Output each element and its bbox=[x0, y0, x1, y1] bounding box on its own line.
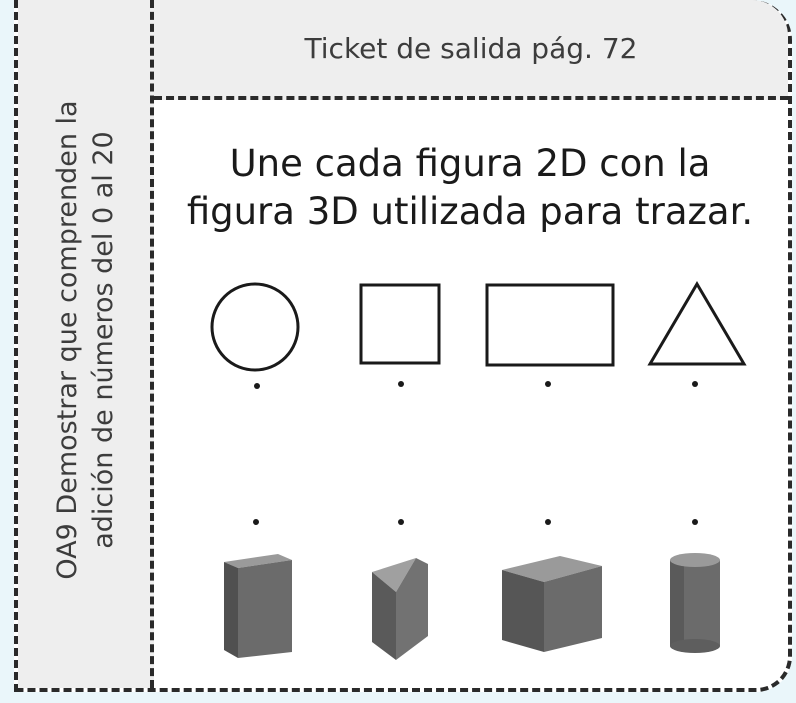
dot-lower-3[interactable] bbox=[545, 519, 551, 525]
side-label: OA9 Demostrar que comprenden la adición … bbox=[50, 10, 122, 670]
circle-icon bbox=[210, 282, 300, 372]
dot-lower-4[interactable] bbox=[692, 519, 698, 525]
dot-lower-2[interactable] bbox=[398, 519, 404, 525]
rectangle-icon bbox=[485, 283, 615, 367]
dot-upper-3[interactable] bbox=[545, 381, 551, 387]
ticket-header: Ticket de salida pág. 72 bbox=[154, 0, 788, 100]
instruction-line2: figura 3D utilizada para trazar. bbox=[186, 190, 754, 233]
dot-upper-1[interactable] bbox=[254, 383, 260, 389]
triangle-icon bbox=[647, 281, 747, 366]
side-label-band: OA9 Demostrar que comprenden la adición … bbox=[18, 0, 154, 688]
dot-upper-4[interactable] bbox=[692, 381, 698, 387]
cylinder-icon bbox=[670, 553, 720, 653]
square-icon bbox=[359, 283, 441, 365]
side-label-line2: adición de números del 0 al 20 bbox=[88, 131, 119, 549]
instruction-line1: Une cada figura 2D con la bbox=[229, 142, 711, 185]
triangular-prism-icon bbox=[372, 558, 428, 660]
dot-upper-2[interactable] bbox=[398, 381, 404, 387]
side-label-line1: OA9 Demostrar que comprenden la bbox=[52, 100, 83, 580]
exit-ticket-card: OA9 Demostrar que comprenden la adición … bbox=[14, 0, 792, 692]
instruction-text: Une cada figura 2D con la figura 3D util… bbox=[150, 140, 790, 236]
ticket-title: Ticket de salida pág. 72 bbox=[304, 31, 638, 65]
cube-icon bbox=[502, 556, 602, 652]
dot-lower-1[interactable] bbox=[253, 519, 259, 525]
rectangular-prism-icon bbox=[224, 554, 292, 658]
